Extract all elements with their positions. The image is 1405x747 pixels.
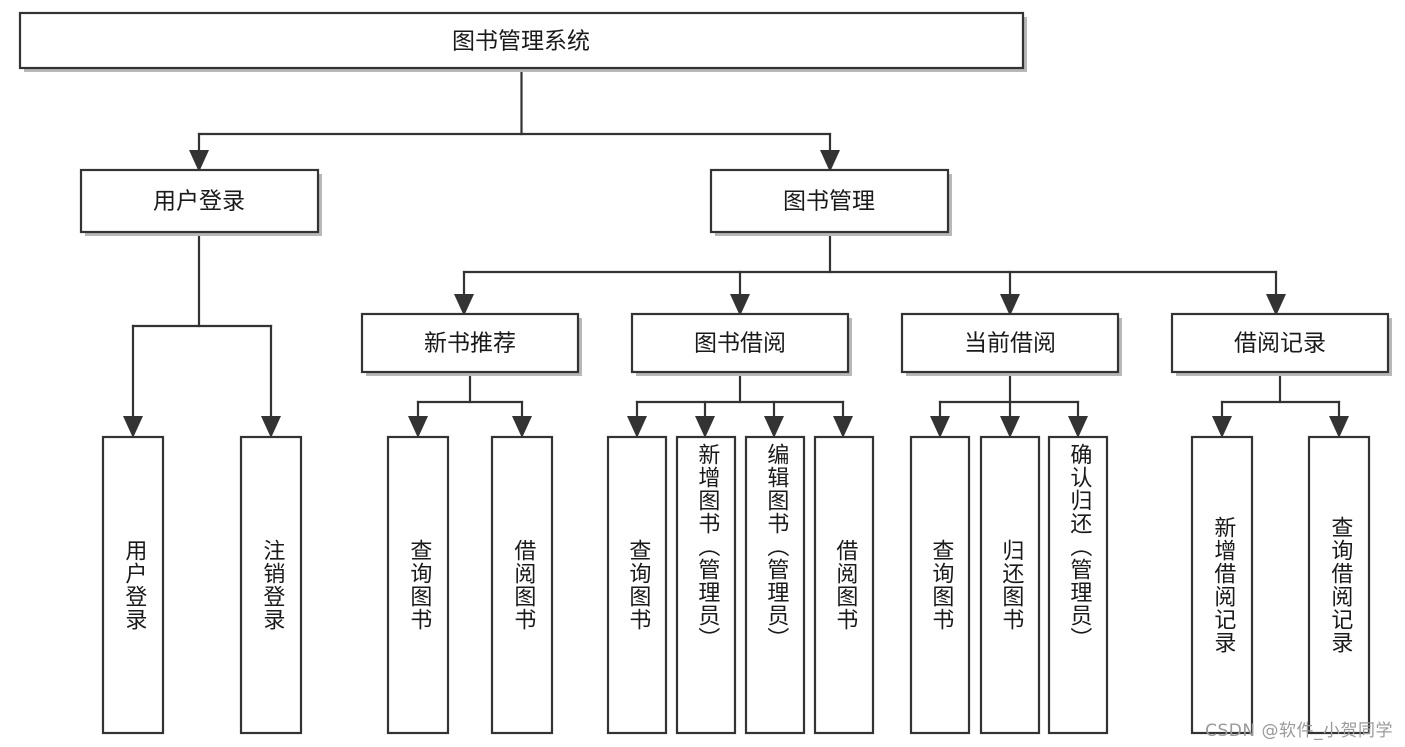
leaf-box-cb-return-book[interactable] <box>979 435 1041 735</box>
arrowhead-book-borrow <box>730 294 750 316</box>
leaf-box-cb-confirm-return[interactable] <box>1047 435 1109 735</box>
leaf-node-br-query-record[interactable] <box>1307 435 1371 735</box>
root-box[interactable] <box>18 11 1025 70</box>
leaf-node-bb-edit-book[interactable] <box>744 435 806 735</box>
leaf-node-bb-borrow-book[interactable] <box>813 435 875 735</box>
user-login-label: 用户登录 <box>153 189 245 215</box>
leaf-node-bb-add-book[interactable] <box>675 435 737 735</box>
arrowhead-leaf-logout <box>261 416 281 438</box>
new-book-recommend-label: 新书推荐 <box>424 331 516 357</box>
arrowhead-cb-leaf-1 <box>930 416 950 438</box>
leaf-node-cb-return-book[interactable] <box>979 435 1041 735</box>
nodes-group: 图书管理系统 用户登录 图书管理 新书推荐 <box>18 11 1392 735</box>
leaf-box-bb-borrow-book[interactable] <box>813 435 875 735</box>
leaf-box-user-login[interactable] <box>101 435 165 735</box>
edges-group <box>131 66 1341 420</box>
leaf-box-nb-query-book[interactable] <box>386 435 450 735</box>
node-book-management[interactable]: 图书管理 <box>709 168 952 236</box>
borrow-record-label: 借阅记录 <box>1234 331 1326 357</box>
arrowhead-nb-leaf-2 <box>512 416 532 438</box>
leaf-box-br-query-record[interactable] <box>1307 435 1371 735</box>
arrowhead-new-book <box>454 294 474 316</box>
arrowhead-br-leaf-2 <box>1329 416 1349 438</box>
leaf-node-logout[interactable] <box>239 435 303 735</box>
book-management-label: 图书管理 <box>783 189 875 215</box>
watermark-label: CSDN @软件_小贺同学 <box>1205 721 1393 741</box>
leaf-node-nb-query-book[interactable] <box>386 435 450 735</box>
leaf-node-bb-query-book[interactable] <box>606 435 668 735</box>
arrowhead-bb-leaf-1 <box>627 416 647 438</box>
arrowhead-bb-leaf-4 <box>833 416 853 438</box>
arrowhead-leaf-user-login <box>123 416 143 438</box>
node-new-book-recommend[interactable]: 新书推荐 <box>360 312 582 376</box>
arrowhead-bb-leaf-2 <box>695 416 715 438</box>
node-root[interactable]: 图书管理系统 <box>18 11 1027 72</box>
book-management-box[interactable] <box>709 168 950 234</box>
book-borrow-box[interactable] <box>630 312 850 374</box>
leaf-box-br-add-record[interactable] <box>1190 435 1254 735</box>
new-book-recommend-box[interactable] <box>360 312 580 374</box>
user-login-box[interactable] <box>79 168 320 234</box>
leaf-box-bb-edit-book[interactable] <box>744 435 806 735</box>
leaf-node-user-login[interactable] <box>101 435 165 735</box>
arrowhead-current-borrow <box>1000 294 1020 316</box>
arrowhead-user-login <box>189 150 209 172</box>
node-current-borrow[interactable]: 当前借阅 <box>900 312 1122 376</box>
book-borrow-label: 图书借阅 <box>694 331 786 357</box>
leaf-box-cb-query-book[interactable] <box>909 435 971 735</box>
leaf-node-nb-borrow-book[interactable] <box>490 435 554 735</box>
arrowhead-borrow-record <box>1266 294 1286 316</box>
arrowhead-br-leaf-1 <box>1212 416 1232 438</box>
borrow-record-box[interactable] <box>1170 312 1390 374</box>
node-user-login[interactable]: 用户登录 <box>79 168 322 236</box>
leaf-box-logout[interactable] <box>239 435 303 735</box>
current-borrow-label: 当前借阅 <box>964 331 1056 357</box>
arrowhead-cb-leaf-3 <box>1068 416 1088 438</box>
arrowhead-cb-leaf-2 <box>1000 416 1020 438</box>
current-borrow-box[interactable] <box>900 312 1120 374</box>
leaf-node-cb-confirm-return[interactable] <box>1047 435 1109 735</box>
arrowhead-nb-leaf-1 <box>408 416 428 438</box>
arrowhead-bb-leaf-3 <box>764 416 784 438</box>
node-borrow-record[interactable]: 借阅记录 <box>1170 312 1392 376</box>
arrowheads-group <box>123 150 1349 438</box>
arrowhead-book-mgmt <box>820 150 840 172</box>
root-label: 图书管理系统 <box>452 29 590 55</box>
node-book-borrow[interactable]: 图书借阅 <box>630 312 852 376</box>
leaf-node-cb-query-book[interactable] <box>909 435 971 735</box>
leaf-box-nb-borrow-book[interactable] <box>490 435 554 735</box>
leaf-box-bb-add-book[interactable] <box>675 435 737 735</box>
leaf-node-br-add-record[interactable] <box>1190 435 1254 735</box>
leaf-box-bb-query-book[interactable] <box>606 435 668 735</box>
